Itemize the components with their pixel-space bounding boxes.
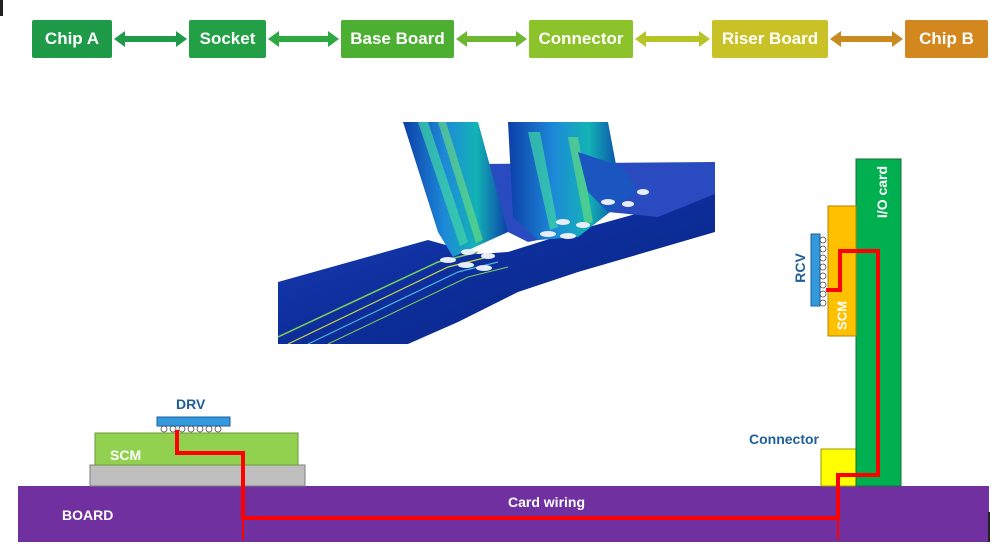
scm-base-plate <box>89 464 306 487</box>
chain-node-base-board: Base Board <box>341 20 454 58</box>
scm-left-label: SCM <box>110 447 142 463</box>
double-arrow-icon <box>268 31 339 47</box>
chain-node-connector: Connector <box>529 20 633 58</box>
board <box>18 486 989 542</box>
board-edge-mark <box>988 512 990 542</box>
io-card-label: I/O card <box>874 165 890 219</box>
card-wiring-label: Card wiring <box>508 494 586 510</box>
connector-label: Connector <box>749 431 819 447</box>
signal-wire <box>175 249 880 520</box>
scm-left <box>94 432 299 466</box>
chain-node-socket: Socket <box>189 20 266 58</box>
board-label: BOARD <box>62 507 114 523</box>
double-arrow-icon <box>456 31 527 47</box>
scm-right-label: SCM <box>834 301 850 330</box>
rcv-label: RCV <box>792 253 808 283</box>
drv-solder-balls <box>160 425 222 433</box>
double-arrow-icon <box>635 31 710 47</box>
double-arrow-icon <box>114 31 187 47</box>
field-simulation-image <box>278 122 715 344</box>
rcv-solder-balls <box>819 236 827 307</box>
chain-node-chip-b: Chip B <box>905 20 988 58</box>
drv-chip <box>156 416 231 427</box>
rcv-chip <box>810 233 821 307</box>
chain-node-chip-a: Chip A <box>32 20 112 58</box>
corner-mark <box>0 0 3 16</box>
chain-node-riser-board: Riser Board <box>712 20 828 58</box>
drv-label: DRV <box>176 396 206 412</box>
double-arrow-icon <box>830 31 903 47</box>
